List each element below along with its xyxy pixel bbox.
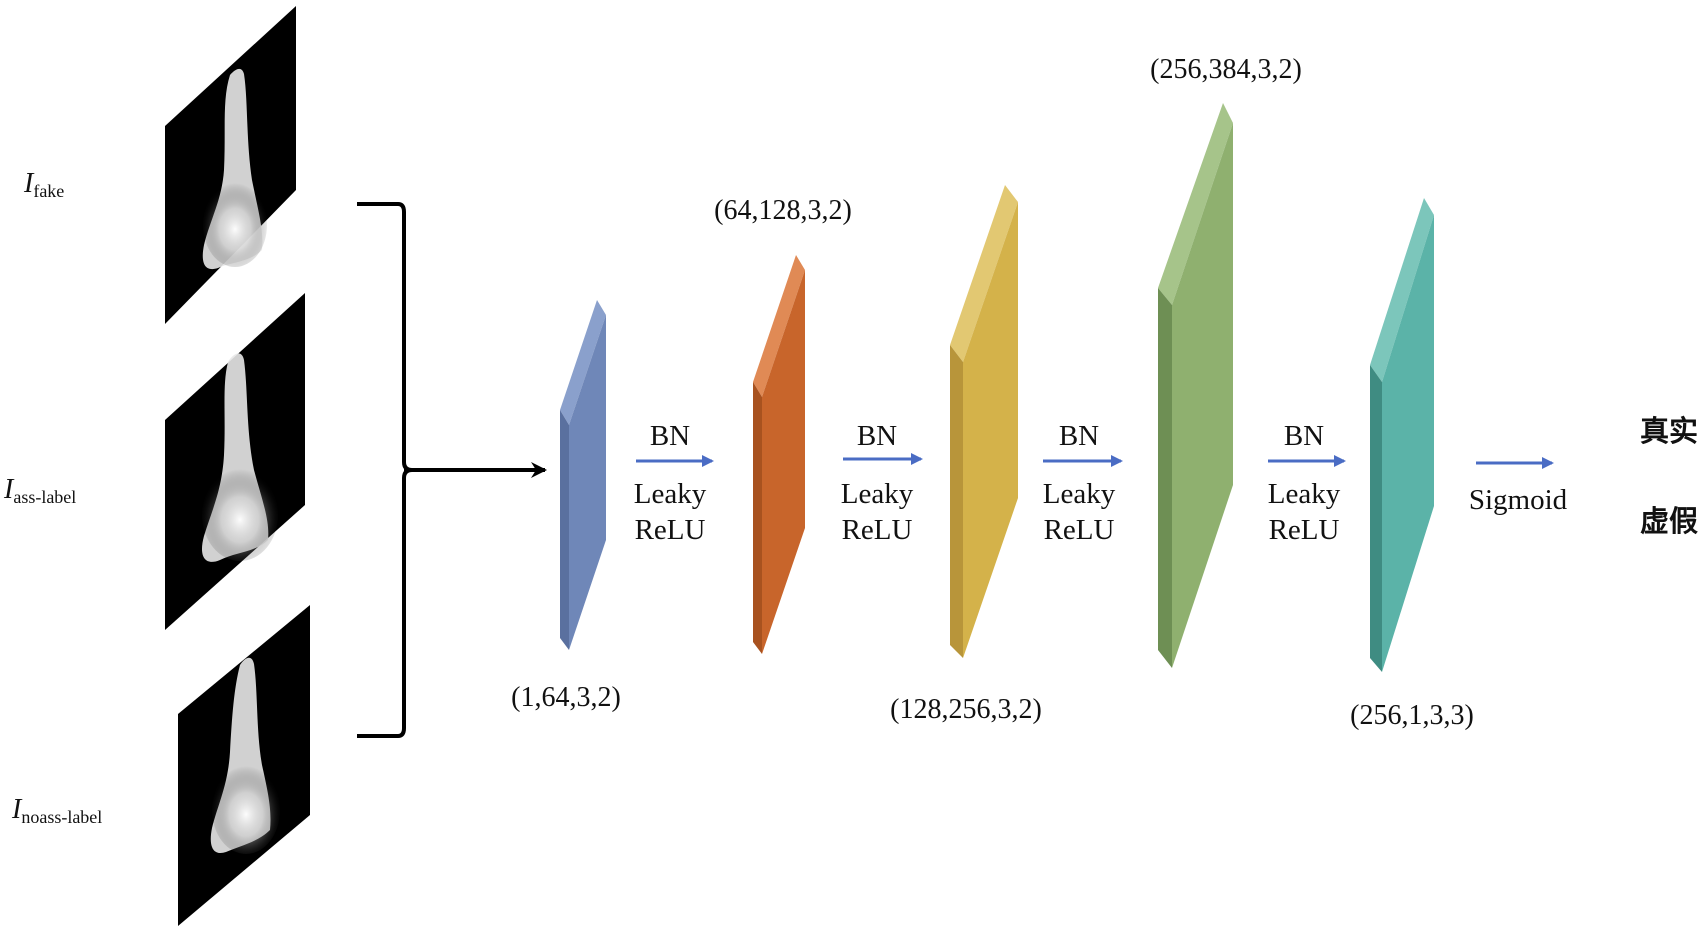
layer-block-4: [1158, 103, 1233, 668]
op-4-bn: BN: [1283, 420, 1325, 452]
input-label-noass-label: Inoass-label: [12, 794, 103, 827]
input-image-ass-label: [165, 293, 305, 630]
input-label-fake: Ifake: [24, 168, 65, 201]
layer-dims-1: (1,64,3,2): [511, 682, 621, 713]
layer-dims-5: (256,1,3,3): [1350, 700, 1474, 731]
layer-dims-2: (64,128,3,2): [714, 195, 852, 226]
sigmoid-label: Sigmoid: [1468, 484, 1568, 516]
input-label-ass-label: Iass-label: [4, 474, 77, 507]
op-3-bn: BN: [1058, 420, 1100, 452]
op-label-2: BN Leaky ReLU: [841, 418, 913, 548]
op-3-leaky: Leaky: [1042, 478, 1116, 510]
op-3-relu: ReLU: [1043, 514, 1115, 546]
op-label-3: BN Leaky ReLU: [1043, 418, 1115, 548]
op-label-1: BN Leaky ReLU: [634, 418, 706, 548]
layer-dims-4: (256,384,3,2): [1150, 54, 1302, 85]
op-4-leaky: Leaky: [1267, 478, 1341, 510]
operation-arrows: [636, 453, 1554, 469]
layer-block-5: [1370, 198, 1434, 672]
op-2-bn: BN: [856, 420, 898, 452]
op-4-relu: ReLU: [1268, 514, 1340, 546]
op-1-relu: ReLU: [634, 514, 706, 546]
merge-bracket: [357, 202, 547, 738]
input-image-fake: [165, 6, 296, 324]
op-1-bn: BN: [649, 420, 691, 452]
op-2-leaky: Leaky: [840, 478, 914, 510]
op-1-leaky: Leaky: [633, 478, 707, 510]
layer-block-1: [560, 300, 606, 650]
layer-dims-3: (128,256,3,2): [890, 694, 1042, 725]
output-label-real: 真实: [1640, 414, 1699, 448]
output-label-fake: 虚假: [1640, 504, 1699, 538]
layer-block-3: [950, 185, 1018, 658]
op-2-relu: ReLU: [841, 514, 913, 546]
input-image-noass-label: [178, 605, 310, 926]
layer-block-2: [753, 255, 805, 654]
op-label-4: BN Leaky ReLU: [1268, 418, 1340, 548]
